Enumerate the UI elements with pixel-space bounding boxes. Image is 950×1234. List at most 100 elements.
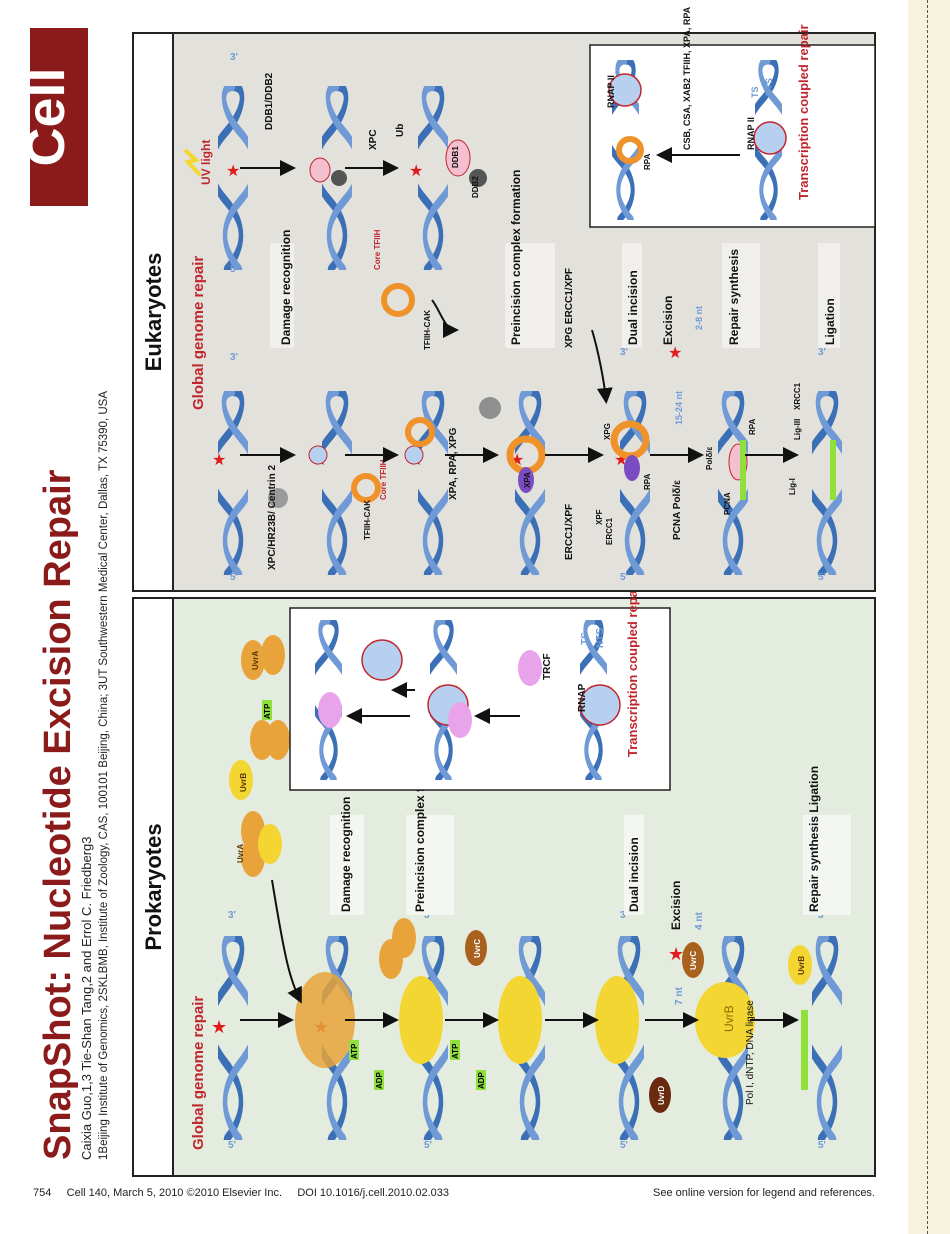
pol-label: Pol I, dNTP, DNA ligase — [745, 1000, 756, 1105]
prok-3prime: 3' — [228, 910, 236, 921]
ddb2-blob — [331, 170, 347, 186]
uvrb-label: UvrB — [239, 773, 248, 792]
euk-3prime: 3' — [230, 352, 238, 363]
xpf-label: XPF — [595, 509, 604, 525]
uvrb-on-dna — [399, 976, 443, 1064]
nt4-label: 4 nt — [694, 912, 705, 930]
core-tfiih-label-b: Core TFIIH — [373, 229, 382, 270]
prok-5prime: 5' — [228, 1140, 236, 1151]
rnap-released — [361, 639, 403, 681]
uvrb-released-label: UvrB — [722, 1005, 736, 1032]
pcna-pol-label: PCNA Polδ/ε — [672, 480, 683, 540]
trcf-bound — [318, 692, 342, 728]
svg-text:★: ★ — [212, 452, 226, 469]
rnap2-label: RNAP II — [606, 75, 616, 108]
prok-5prime-d: 5' — [818, 1140, 826, 1151]
euk-5prime: 5' — [230, 572, 238, 583]
euk-step-damage-recognition: Damage recognition — [279, 230, 293, 345]
xpc-complex-blob — [268, 488, 288, 508]
xpg-ercc1-xpf-label: XPG ERCC1/XPF — [564, 268, 575, 348]
svg-text:★: ★ — [668, 944, 684, 964]
tfiih-cak-label-b: TFIIH-CAK — [423, 310, 432, 350]
ddb2-label: DDB2 — [471, 176, 480, 198]
pcna-label: PCNA — [723, 492, 732, 515]
euk-nts-label: NTS — [764, 78, 774, 96]
ercc1-label: ERCC1 — [605, 517, 614, 545]
prok-flow-arrows — [240, 879, 799, 1028]
tfiih-ring-b — [405, 417, 435, 447]
prokaryotes-panel: Prokaryotes Global genome repair 5' 3' 5… — [132, 581, 876, 1177]
euk-3prime-c: 3' — [620, 347, 628, 358]
euk-step-preincision: Preincision complex formation — [509, 170, 523, 345]
prok-step-damage-recognition: Damage recognition — [339, 797, 353, 912]
euk-5prime-d: 5' — [818, 572, 826, 583]
euk-ts-label: TS — [750, 86, 760, 98]
ts-label: TS — [580, 632, 591, 645]
nts-label: NTS — [595, 628, 606, 648]
cell-logo: Cell — [16, 67, 76, 166]
eukaryotes-heading: Eukaryotes — [141, 253, 166, 372]
ercc1-xpf-label: ERCC1/XPF — [564, 504, 575, 560]
ddb1-blob — [445, 139, 471, 177]
ddb-label: DDB1/DDB2 — [264, 72, 275, 130]
prok-step-dual-incision: Dual incision — [627, 837, 641, 912]
pol-label-euk: Polδ/ε — [705, 446, 714, 470]
atp-label: ATP — [263, 703, 272, 719]
euk-ligated-patch — [830, 440, 836, 500]
page-title: SnapShot: Nucleotide Excision Repair — [37, 469, 79, 1160]
rnap2-stalled — [753, 121, 787, 155]
rnap-transcribing — [579, 684, 621, 726]
cut-line — [927, 0, 928, 1234]
xpc-bound — [308, 445, 328, 465]
euk-step-dual-incision: Dual incision — [626, 270, 640, 345]
rpa-label: RPA — [643, 473, 652, 490]
lig1-label: Lig-I — [788, 478, 797, 495]
euk-5prime-c: 5' — [620, 572, 628, 583]
uvra-label-top: UvrA — [251, 651, 260, 670]
core-tfiih-label: Core TFIIH — [379, 459, 388, 500]
euk-5prime-b: 5' — [230, 264, 238, 275]
cell-logo-background — [30, 28, 88, 206]
adp-label-b: ADP — [477, 1071, 486, 1089]
xpa-label: XPA — [523, 472, 532, 488]
euk-tcr-title: Transcription coupled repair — [796, 24, 811, 200]
atp-label-c: ATP — [451, 1043, 460, 1059]
uvrb-label-end: UvrB — [797, 956, 806, 975]
euk-step-excision: Excision — [661, 296, 675, 345]
footer-doi[interactable]: DOI 10.1016/j.cell.2010.02.033 — [297, 1187, 449, 1199]
uvra-label: UvrA — [236, 844, 245, 863]
prok-5prime-c: 5' — [620, 1140, 628, 1151]
svg-text:★: ★ — [668, 345, 682, 362]
uvrb-uvrc-complex — [498, 976, 542, 1064]
rnap2-label-b: RNAP II — [746, 117, 756, 150]
trcf-free — [518, 650, 542, 686]
tfiih-ring — [351, 473, 381, 503]
repair-patch — [801, 1010, 808, 1090]
uvrb-released — [695, 982, 755, 1058]
prok-step-excision: Excision — [669, 881, 683, 930]
prokaryotes-heading: Prokaryotes — [141, 823, 166, 950]
xpc-tfiih — [404, 445, 424, 465]
ddb1-label: DDB1 — [451, 146, 460, 168]
xrcc1-label: XRCC1 — [793, 382, 802, 410]
xpc-complex-label: XPC/HR23B/ Centrin 2 — [267, 465, 278, 570]
rpa-label-b: RPA — [748, 418, 757, 435]
svg-text:★: ★ — [211, 1017, 227, 1037]
nt-2-8-label: 2-8 nt — [694, 306, 704, 330]
tcr-tfiih-ring — [616, 136, 644, 164]
trcf-with-rnap — [448, 702, 472, 738]
atp-label-b: ATP — [350, 1043, 359, 1059]
right-margin — [908, 0, 950, 1234]
trcf-label: TRCF — [542, 653, 553, 680]
svg-text:★: ★ — [226, 163, 240, 180]
xpa-blob — [518, 467, 534, 493]
rnap-label: RNAP — [577, 683, 588, 712]
prok-3prime-b: 3' — [424, 910, 432, 921]
footer-journal: Cell 140, March 5, 2010 ©2010 Elsevier I… — [66, 1187, 283, 1199]
affiliations: 1Beijing Institute of Genomics, 2SKLBMB,… — [98, 391, 110, 1160]
xpa-blob-b — [624, 455, 640, 481]
prok-step-repair-ligation: Repair synthesis Ligation — [807, 766, 821, 912]
uv-label: UV light — [199, 140, 213, 185]
tfiih-cak-label: TFIIH-CAK — [363, 500, 372, 540]
nt7-label: 7 nt — [674, 987, 685, 1005]
